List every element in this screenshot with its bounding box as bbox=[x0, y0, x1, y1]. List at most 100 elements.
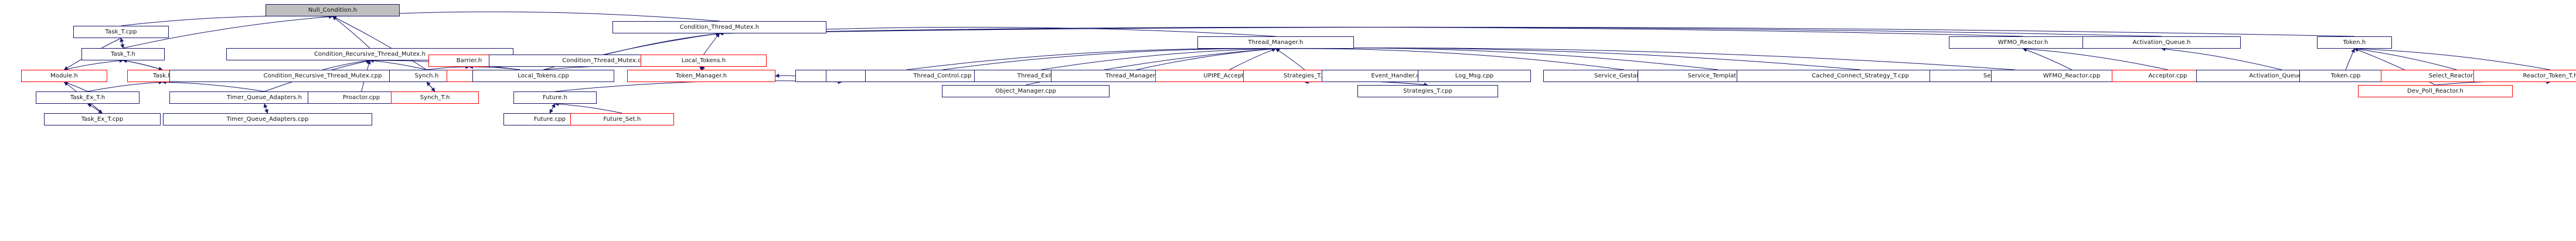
graph-edge bbox=[703, 33, 720, 55]
graph-edge bbox=[549, 103, 556, 114]
node-label: Future.cpp bbox=[533, 116, 566, 123]
graph-node-condition-thread-mutex-h[interactable]: Condition_Thread_Mutex.h bbox=[612, 21, 826, 33]
node-label: WFMO_Reactor.cpp bbox=[2043, 72, 2101, 79]
graph-node-wfmo-reactor-h[interactable]: WFMO_Reactor.h bbox=[1949, 36, 2097, 49]
graph-edge bbox=[322, 59, 370, 70]
graph-edge bbox=[1275, 46, 1624, 70]
node-label: Reactor_Token_T.h bbox=[2523, 72, 2576, 79]
graph-edge bbox=[1275, 46, 2016, 70]
node-label: Strategies_T.h bbox=[1284, 72, 1326, 79]
node-label: Thread_Control.cpp bbox=[913, 72, 972, 79]
graph-node-module-h[interactable]: Module.h bbox=[21, 70, 107, 82]
node-label: Dev_Poll_Reactor.h bbox=[2407, 87, 2463, 94]
graph-node-synch-t-h[interactable]: Synch_T.h bbox=[391, 91, 479, 104]
graph-edge bbox=[1136, 47, 1277, 70]
graph-edge bbox=[63, 81, 88, 92]
node-label: Log_Msg.cpp bbox=[1455, 72, 1494, 79]
graph-edge bbox=[942, 46, 1277, 70]
graph-node-task-ex-t-h[interactable]: Task_Ex_T.h bbox=[36, 91, 139, 104]
graph-node-token-h[interactable]: Token.h bbox=[2317, 36, 2392, 49]
graph-edge bbox=[120, 38, 124, 49]
node-label: Token_Manager.h bbox=[675, 72, 727, 79]
graph-edge bbox=[2022, 46, 2168, 70]
graph-node-future-h[interactable]: Future.h bbox=[513, 91, 597, 104]
graph-edge bbox=[549, 103, 556, 114]
node-label: Timer_Queue_Adapters.h bbox=[226, 94, 302, 101]
graph-edge bbox=[554, 101, 622, 114]
graph-node-null-condition-h[interactable]: Null_Condition.h bbox=[266, 4, 400, 16]
node-label: Local_Tokens.cpp bbox=[518, 72, 569, 79]
node-label: Condition_Thread_Mutex.h bbox=[679, 23, 760, 30]
node-label: Local_Tokens.h bbox=[681, 57, 726, 64]
graph-edge bbox=[1041, 46, 1277, 70]
graph-node-thread-manager-h[interactable]: Thread_Manager.h bbox=[1197, 36, 1354, 49]
graph-edge bbox=[162, 80, 265, 92]
node-label: Task_Ex_T.h bbox=[70, 94, 106, 101]
graph-edge bbox=[122, 59, 163, 70]
graph-edge bbox=[426, 82, 435, 92]
graph-edge bbox=[1275, 46, 1719, 70]
graph-edge bbox=[719, 26, 2023, 37]
graph-edge bbox=[719, 26, 2355, 37]
graph-node-log-msg-cpp[interactable]: Log_Msg.cpp bbox=[1418, 70, 1531, 82]
graph-edge bbox=[64, 59, 124, 70]
graph-node-dev-poll-reactor-h[interactable]: Dev_Poll_Reactor.h bbox=[2358, 85, 2513, 97]
graph-edge bbox=[554, 80, 842, 92]
graph-edge bbox=[1275, 46, 1861, 70]
graph-node-token-manager-h[interactable]: Token_Manager.h bbox=[627, 70, 775, 82]
graph-edge bbox=[2354, 47, 2457, 70]
graph-node-task-t-h[interactable]: Task_T.h bbox=[81, 48, 165, 60]
graph-edge bbox=[1275, 48, 1305, 70]
node-label: Condition_Recursive_Thread_Mutex.h bbox=[314, 50, 426, 57]
graph-node-local-tokens-h[interactable]: Local_Tokens.h bbox=[641, 55, 767, 67]
graph-edge bbox=[120, 38, 125, 49]
graph-edge bbox=[906, 46, 1277, 70]
node-label: Strategies_T.cpp bbox=[1403, 87, 1452, 94]
node-label: Future.h bbox=[542, 94, 568, 101]
graph-edge bbox=[332, 16, 427, 70]
node-label: Timer_Queue_Adapters.cpp bbox=[226, 116, 309, 123]
graph-edge bbox=[87, 103, 103, 114]
graph-edge bbox=[426, 82, 435, 92]
graph-edge bbox=[1229, 48, 1277, 70]
graph-edge bbox=[263, 103, 268, 114]
node-label: Null_Condition.h bbox=[308, 6, 358, 13]
node-label: Module.h bbox=[50, 72, 78, 79]
graph-edge bbox=[2345, 48, 2355, 70]
node-label: Task_Ex_T.cpp bbox=[81, 116, 124, 123]
graph-node-future-set-h[interactable]: Future_Set.h bbox=[570, 113, 674, 125]
node-label: Token.h bbox=[2343, 39, 2366, 46]
graph-edge bbox=[719, 26, 2162, 37]
node-label: Condition_Recursive_Thread_Mutex.cpp bbox=[263, 72, 382, 79]
graph-node-local-tokens-cpp[interactable]: Local_Tokens.cpp bbox=[472, 70, 614, 82]
graph-edge bbox=[121, 14, 334, 26]
graph-node-timer-queue-adapters-cpp[interactable]: Timer_Queue_Adapters.cpp bbox=[163, 113, 372, 125]
node-label: Thread_Manager.h bbox=[1248, 39, 1304, 46]
graph-node-task-t-cpp[interactable]: Task_T.cpp bbox=[73, 26, 169, 38]
node-label: Barrier.h bbox=[456, 57, 482, 64]
node-label: Task_T.h bbox=[111, 50, 135, 57]
node-label: Acceptor.cpp bbox=[2148, 72, 2187, 79]
graph-node-strategies-t-cpp[interactable]: Strategies_T.cpp bbox=[1357, 85, 1498, 97]
graph-node-object-manager-cpp[interactable]: Object_Manager.cpp bbox=[942, 85, 1110, 97]
node-label: Cached_Connect_Strategy_T.cpp bbox=[1812, 72, 1909, 79]
graph-edge bbox=[2354, 46, 2551, 70]
node-label: Object_Manager.cpp bbox=[995, 87, 1056, 94]
graph-node-activation-queue-h[interactable]: Activation_Queue.h bbox=[2082, 36, 2241, 49]
node-label: Synch.h bbox=[414, 72, 439, 79]
node-label: Future_Set.h bbox=[603, 116, 641, 123]
graph-edge bbox=[264, 103, 268, 114]
graph-edge bbox=[332, 16, 370, 49]
graph-node-task-ex-t-cpp[interactable]: Task_Ex_T.cpp bbox=[44, 113, 161, 125]
graph-node-token-cpp[interactable]: Token.cpp bbox=[2299, 70, 2392, 82]
node-label: Condition_Thread_Mutex.cpp bbox=[562, 57, 649, 64]
graph-edge bbox=[87, 103, 103, 114]
graph-edge bbox=[2161, 47, 2282, 70]
graph-node-reactor-token-t-h[interactable]: Reactor_Token_T.h bbox=[2473, 70, 2576, 82]
graph-edge bbox=[87, 80, 163, 92]
graph-edge bbox=[369, 59, 427, 70]
graph-edge bbox=[2022, 47, 2072, 70]
graph-edge bbox=[605, 32, 720, 55]
node-label: Token.cpp bbox=[2330, 72, 2361, 79]
